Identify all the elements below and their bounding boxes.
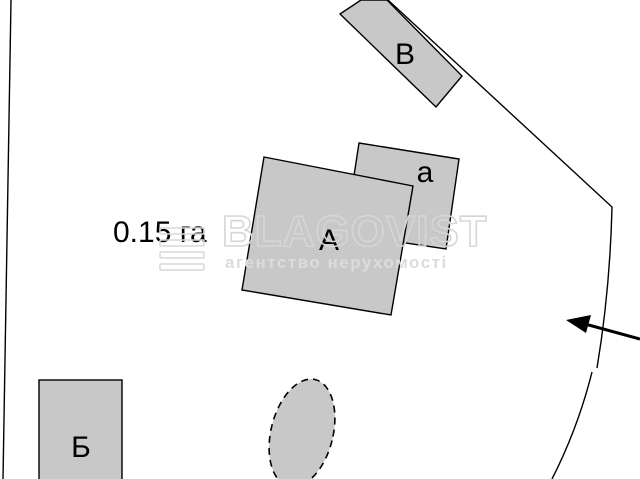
dashed-oval-feature (268, 378, 336, 479)
building-annex-label: а (417, 156, 434, 189)
watermark-brand: BLAGOVIST (222, 207, 488, 256)
entrance-arrow-head (566, 315, 591, 333)
left-boundary-line (2, 0, 12, 479)
building-v-label: В (395, 38, 415, 71)
building-v (338, 0, 463, 109)
entrance-arrow-line (584, 322, 640, 341)
building-b-label: Б (71, 431, 91, 464)
bottom-right-boundary-arc (551, 371, 593, 479)
watermark: BLAGOVIST агентство нерухомості (159, 206, 488, 272)
watermark-tagline: агентство нерухомості (225, 253, 448, 272)
watermark-logo-icon (159, 227, 205, 271)
building-main (241, 156, 414, 316)
building-main-label: А (319, 224, 339, 257)
building-b (38, 379, 123, 479)
right-boundary-line (387, 0, 613, 369)
